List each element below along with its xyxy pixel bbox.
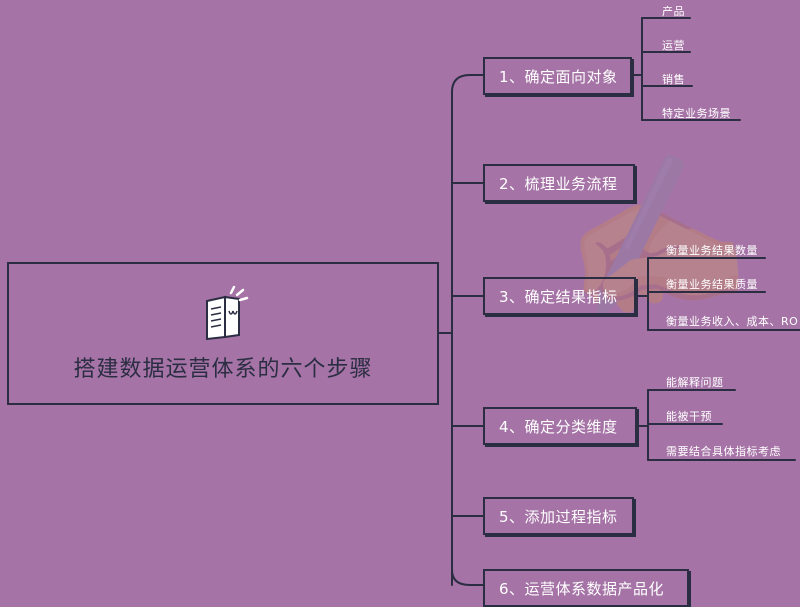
root-title: 搭建数据运营体系的六个步骤 [73,356,373,382]
step-3-label: 3、确定结果指标 [499,287,618,306]
step-4-child-1[interactable]: 能解释问题 [666,376,724,389]
root-topic[interactable]: 搭建数据运营体系的六个步骤 [7,262,439,405]
step-3-child-1[interactable]: 衡量业务结果数量 [666,244,758,257]
step-6-node[interactable]: 6、运营体系数据产品化 [483,569,689,607]
step-1-node[interactable]: 1、确定面向对象 [483,57,632,95]
step-4-child-2[interactable]: 能被干预 [666,410,712,423]
step-3-child-2[interactable]: 衡量业务结果质量 [666,278,758,291]
step-5-label: 5、添加过程指标 [499,507,618,526]
book-icon [206,285,249,340]
step-2-node[interactable]: 2、梳理业务流程 [483,164,635,202]
step-2-label: 2、梳理业务流程 [499,174,618,193]
step-1-child-1[interactable]: 产品 [662,5,685,18]
step-1-child-4[interactable]: 特定业务场景 [662,107,731,120]
step-3-node[interactable]: 3、确定结果指标 [483,277,636,315]
step-1-child-2[interactable]: 运营 [662,39,685,52]
step-1-label: 1、确定面向对象 [499,67,618,86]
step-1-child-3[interactable]: 销售 [662,73,685,86]
step-4-label: 4、确定分类维度 [499,417,618,436]
step-6-label: 6、运营体系数据产品化 [499,579,665,598]
step-5-node[interactable]: 5、添加过程指标 [483,497,634,535]
step-4-node[interactable]: 4、确定分类维度 [483,407,637,445]
step-3-child-3[interactable]: 衡量业务收入、成本、RO [666,315,799,328]
step-4-child-3[interactable]: 需要结合具体指标考虑 [666,445,781,458]
